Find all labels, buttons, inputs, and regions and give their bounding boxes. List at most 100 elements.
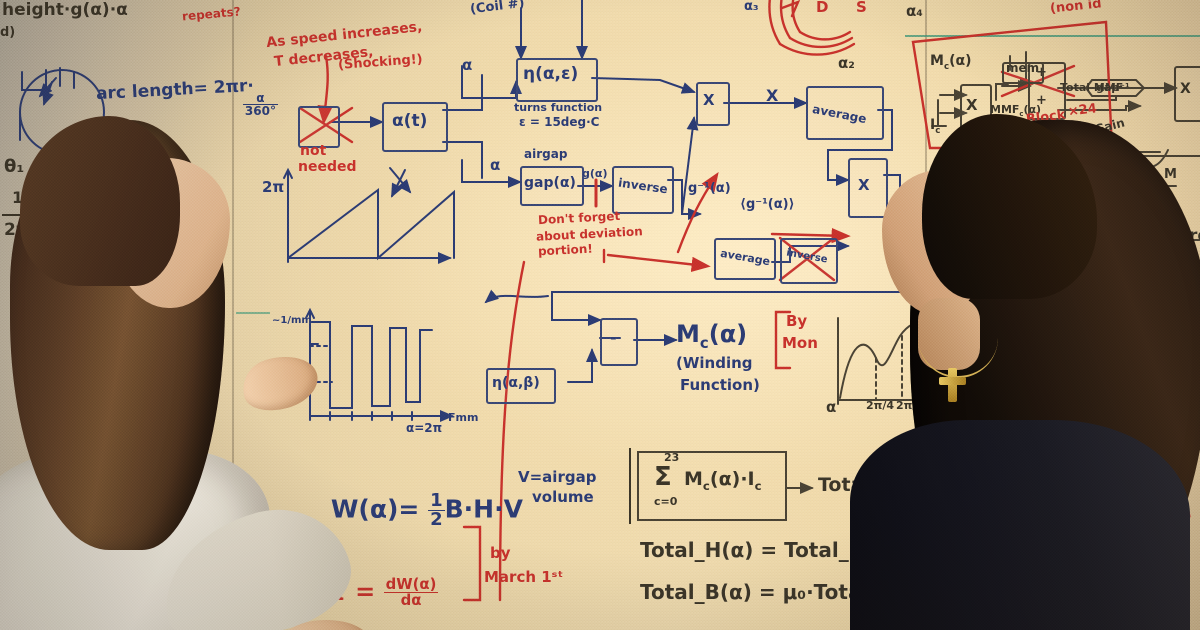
label-multiplier-top: X bbox=[766, 86, 779, 105]
block-multiplier-1 bbox=[696, 82, 730, 126]
note-dont-forget-3: portion! bbox=[537, 241, 594, 259]
block-average-2 bbox=[714, 238, 776, 280]
label-epsilon-value: ε = 15deg·C bbox=[519, 115, 600, 129]
student-right bbox=[850, 114, 1200, 630]
label-square-fmm: Fmm bbox=[448, 411, 479, 424]
label-ic: Ic bbox=[930, 118, 940, 136]
block-eta-ab bbox=[486, 368, 556, 404]
mmf-sub: c bbox=[1019, 110, 1024, 119]
block-average-1 bbox=[806, 86, 884, 140]
note-by-march-1: by bbox=[490, 544, 511, 562]
note-not-needed-1: not bbox=[300, 143, 327, 159]
theta-label: θ₁ bbox=[4, 156, 25, 177]
note-not-needed-2: needed bbox=[298, 159, 357, 175]
label-sum-symbol: Σ bbox=[654, 462, 672, 492]
label-alpha-4: α₄ bbox=[906, 2, 923, 20]
sum-rest: (α)·I bbox=[709, 468, 755, 490]
block-multiplier-2 bbox=[848, 158, 888, 218]
green-marker-line-top bbox=[905, 35, 1200, 37]
label-g-alpha: g(α) bbox=[582, 167, 608, 180]
energy-lhs: W(α)= bbox=[330, 494, 429, 524]
student-left bbox=[0, 116, 376, 630]
label-plus-1: + bbox=[1036, 65, 1047, 80]
block-turns-function bbox=[516, 58, 598, 102]
label-winding-function-2: Function) bbox=[680, 376, 760, 394]
mc-right-symbol: M bbox=[930, 53, 944, 69]
label-stator-s: S bbox=[856, 0, 867, 16]
partial-d-label: d) bbox=[0, 25, 16, 40]
student-right-torso bbox=[850, 420, 1190, 630]
label-sawtooth-y: 2π bbox=[262, 178, 285, 196]
label-plus-2: + bbox=[1036, 93, 1047, 108]
label-mult-x-right: X bbox=[966, 96, 978, 114]
block-subtractor bbox=[600, 318, 638, 366]
label-g-inverse-alpha: g⁻¹(α) bbox=[688, 181, 731, 196]
label-g-inverse-average: ⟨g⁻¹(α)⟩ bbox=[740, 197, 795, 212]
label-eta-ab: η(α,β) bbox=[492, 375, 540, 391]
label-curve-tick-2: 2π/3 bbox=[896, 399, 925, 412]
student-left-hand-pointing bbox=[236, 347, 324, 419]
label-stator-d: D bbox=[816, 0, 829, 16]
mc-right-sub: c bbox=[943, 61, 950, 72]
block-multiplier-right bbox=[1174, 66, 1200, 122]
block-gap-alpha bbox=[520, 166, 584, 206]
arc-frac-denominator: 360° bbox=[244, 103, 276, 118]
label-v-airgap-1: V=airgap bbox=[518, 468, 597, 486]
sum-m-sub: c bbox=[702, 478, 710, 493]
label-alpha-input-2: α bbox=[490, 156, 501, 174]
mc-symbol: M bbox=[676, 320, 700, 348]
block-mem-crossed bbox=[1002, 62, 1044, 84]
label-mo: M bbox=[1164, 167, 1177, 182]
energy-frac-den: 2 bbox=[430, 509, 443, 531]
torque-den: dα bbox=[400, 591, 422, 610]
note-by-march-2: March 1ˢᵗ bbox=[484, 568, 564, 586]
label-multiplier-1: X bbox=[703, 91, 715, 109]
mc-right-arg: (α) bbox=[949, 53, 972, 69]
label-sum-body: Mc(α)·Ic bbox=[684, 468, 762, 493]
student-left-hair-front bbox=[20, 116, 180, 286]
sum-i-sub: c bbox=[754, 478, 762, 493]
energy-rest: B·H·V bbox=[444, 494, 523, 524]
label-total-mmf-block: Total MMF bbox=[1060, 81, 1124, 94]
mc-subscript: c bbox=[699, 333, 709, 352]
block-crossed-out bbox=[298, 106, 340, 148]
label-mult-right-2: X bbox=[1180, 81, 1191, 97]
label-multiplier-2: X bbox=[858, 176, 870, 194]
student-right-cross-pendant bbox=[939, 368, 966, 402]
energy-frac-num: 1 bbox=[428, 490, 445, 512]
mmf-symbol: MMF bbox=[990, 103, 1020, 116]
label-subtractor: - bbox=[610, 328, 617, 347]
label-sum-lower-limit: c=0 bbox=[654, 495, 678, 508]
torque-num: dW(α) bbox=[383, 575, 439, 594]
label-gap-alpha: gap(α) bbox=[524, 175, 576, 191]
ic-sub: c bbox=[935, 125, 941, 136]
label-airgap: airgap bbox=[524, 147, 568, 161]
label-alpha-3: α₃ bbox=[744, 0, 759, 14]
label-square-x: α=2π bbox=[406, 421, 443, 435]
block-inverse bbox=[612, 166, 674, 214]
label-winding-mc: Mc(α) bbox=[676, 320, 747, 352]
sum-m: M bbox=[684, 468, 703, 490]
block-alpha-t bbox=[382, 102, 448, 152]
label-alpha-input-1: α bbox=[462, 56, 473, 74]
formula-height-g-alpha: height·g(α)·α bbox=[2, 0, 128, 20]
label-turns-function: turns function bbox=[514, 101, 603, 114]
label-square-y-top: ~1/mm bbox=[272, 315, 312, 326]
label-curve-tick-1: 2π/4 bbox=[866, 399, 895, 412]
arc-frac-numerator: α bbox=[242, 92, 278, 105]
label-mem-crossed: mem bbox=[1006, 61, 1040, 75]
label-gap-inverse: gap⁻¹ bbox=[1096, 81, 1130, 94]
green-marker-line-left bbox=[236, 312, 270, 314]
ic-symbol: I bbox=[930, 117, 936, 133]
label-sum-upper-limit: 23 bbox=[664, 451, 680, 464]
block-inverse-crossed bbox=[780, 238, 838, 284]
board-seam-left bbox=[232, 0, 234, 630]
label-alpha-2: α₂ bbox=[838, 54, 855, 72]
label-curve-x-axis: α bbox=[826, 398, 837, 416]
note-by-mon-2: Mon bbox=[782, 334, 818, 352]
block-summer bbox=[1028, 62, 1066, 120]
student-right-hair-front bbox=[922, 114, 1097, 299]
